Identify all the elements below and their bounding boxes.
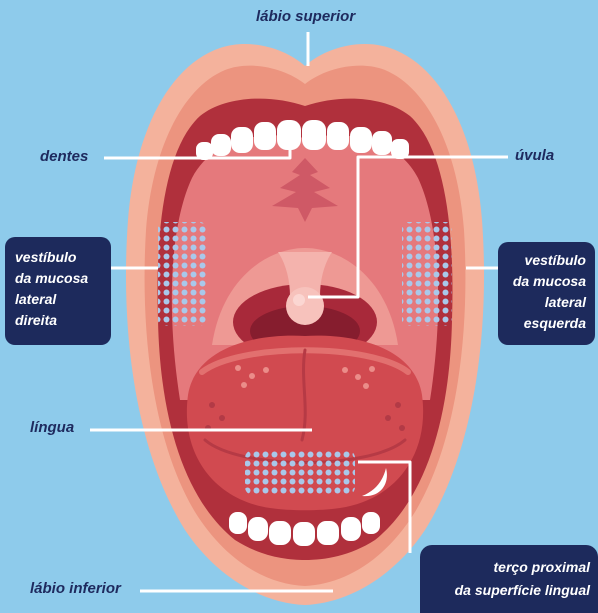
papilla bbox=[219, 415, 225, 421]
papilla bbox=[399, 425, 405, 431]
label-dentes: dentes bbox=[40, 148, 88, 166]
tooth bbox=[269, 521, 291, 545]
label-box-terco-proximal: terço proximal da superfície lingual bbox=[420, 545, 598, 613]
box-line: da mucosa bbox=[507, 271, 586, 292]
label-lingua: língua bbox=[30, 419, 74, 437]
tooth bbox=[231, 127, 253, 153]
papilla bbox=[235, 365, 241, 371]
label-box-vestibulo-direita: vestíbulo da mucosa lateral direita bbox=[5, 237, 111, 345]
tooth bbox=[350, 127, 372, 153]
uvula-highlight bbox=[293, 294, 305, 306]
label-labio-inferior: lábio inferior bbox=[30, 580, 121, 598]
label-box-vestibulo-esquerda: vestíbulo da mucosa lateral esquerda bbox=[498, 242, 595, 345]
tooth bbox=[248, 517, 268, 541]
papilla bbox=[363, 383, 369, 389]
box-line: lateral bbox=[507, 292, 586, 313]
dot-patch-tongue bbox=[245, 450, 355, 495]
tooth bbox=[327, 122, 349, 150]
box-line: terço proximal bbox=[428, 556, 590, 579]
box-line: esquerda bbox=[507, 313, 586, 334]
tooth bbox=[211, 134, 231, 156]
papilla bbox=[342, 367, 348, 373]
papilla bbox=[249, 373, 255, 379]
box-line: direita bbox=[15, 310, 101, 331]
box-line: vestíbulo bbox=[15, 247, 101, 268]
tooth bbox=[372, 131, 392, 155]
dot-patch-left bbox=[158, 222, 206, 326]
tooth bbox=[341, 517, 361, 541]
papilla bbox=[395, 402, 401, 408]
tooth bbox=[317, 521, 339, 545]
tooth bbox=[254, 122, 276, 150]
box-line: lateral bbox=[15, 289, 101, 310]
papilla bbox=[263, 367, 269, 373]
tooth bbox=[362, 512, 380, 534]
box-line: da superfície lingual bbox=[428, 579, 590, 602]
label-uvula: úvula bbox=[515, 147, 554, 165]
tooth bbox=[293, 522, 315, 546]
papilla bbox=[241, 382, 247, 388]
tooth bbox=[302, 120, 326, 150]
box-line: vestíbulo bbox=[507, 250, 586, 271]
papilla bbox=[209, 402, 215, 408]
uvula bbox=[286, 287, 324, 325]
dot-patch-right bbox=[402, 222, 452, 326]
label-labio-superior: lábio superior bbox=[256, 8, 355, 26]
box-line: da mucosa bbox=[15, 268, 101, 289]
tooth bbox=[229, 512, 247, 534]
papilla bbox=[385, 415, 391, 421]
papilla bbox=[369, 366, 375, 372]
papilla bbox=[355, 374, 361, 380]
